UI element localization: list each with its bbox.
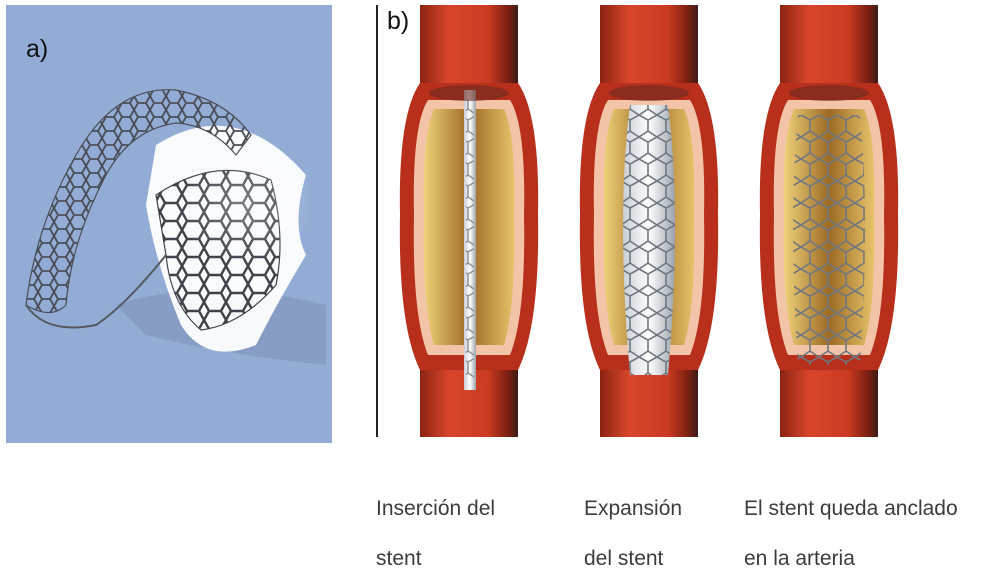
step-insertion bbox=[400, 5, 538, 437]
caption-anchored-line1: El stent queda anclado bbox=[744, 484, 996, 534]
panel-b-stent-procedure: b) bbox=[376, 5, 920, 437]
caption-expansion-line1: Expansión bbox=[584, 484, 734, 534]
step-expansion bbox=[580, 5, 718, 437]
caption-insertion-line1: Inserción del bbox=[376, 484, 546, 534]
caption-insertion-line2: stent bbox=[376, 534, 546, 584]
artery-stent-steps bbox=[378, 5, 920, 437]
caption-expansion: Expansión del stent bbox=[584, 484, 734, 584]
step-anchored bbox=[760, 5, 898, 437]
caption-expansion-line2: del stent bbox=[584, 534, 734, 584]
panel-b-label: b) bbox=[387, 7, 409, 36]
caption-anchored: El stent queda anclado en la arteria bbox=[744, 484, 996, 584]
caption-anchored-line2: en la arteria bbox=[744, 534, 996, 584]
caption-insertion: Inserción del stent bbox=[376, 484, 546, 584]
panel-a-label: a) bbox=[26, 35, 48, 64]
panel-a-stent-illustration: a) bbox=[6, 5, 332, 443]
stent-mesh-illustration bbox=[6, 5, 332, 443]
